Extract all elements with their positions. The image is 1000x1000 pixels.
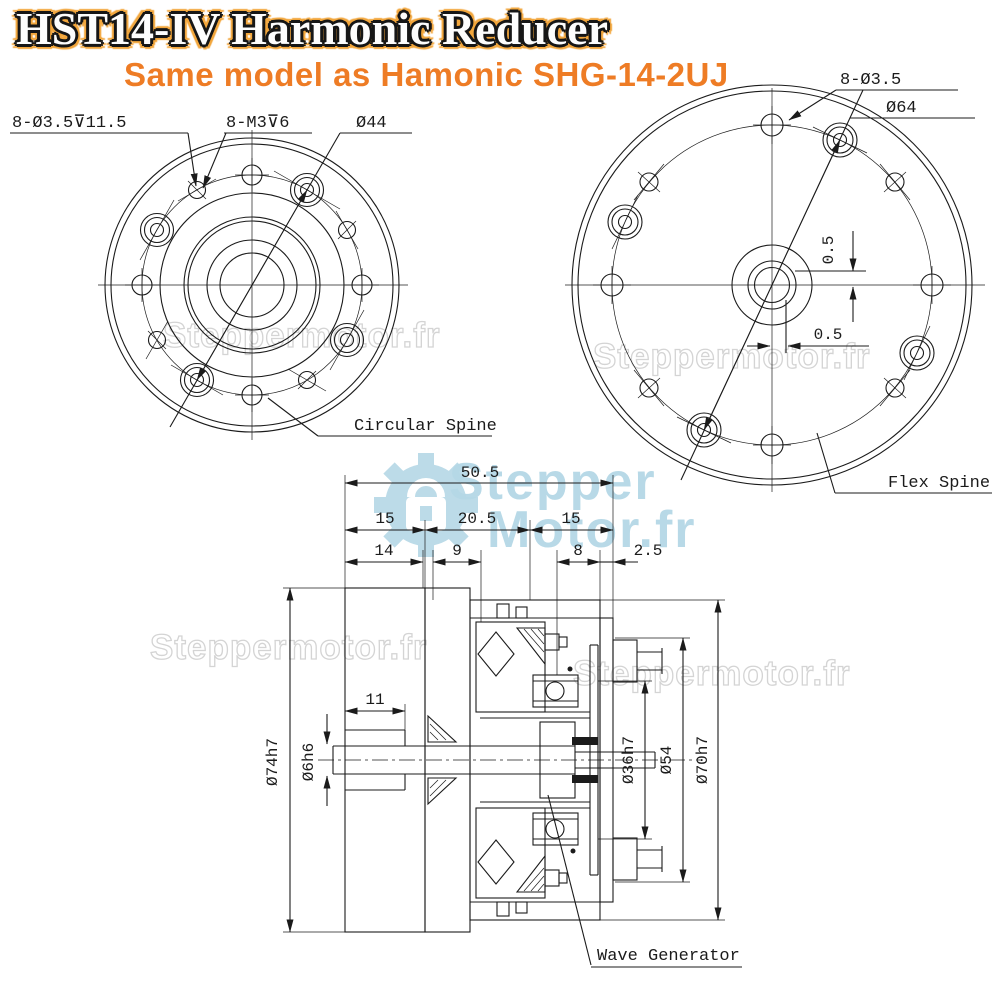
dia-54: Ø54: [658, 746, 676, 775]
label-counterbore-holes: 8-Ø3.5⊽11.5: [12, 114, 126, 133]
dim-14: 14: [374, 542, 393, 560]
left-view-circular-spline: 8-Ø3.5⊽11.5 8-M3⊽6 Ø44 Circular Spine: [10, 114, 497, 440]
offset-dim-horizontal: 0.5: [747, 300, 869, 353]
left-cross-holes: [145, 178, 359, 392]
right-view-flex-spline: Ø64 8-Ø3.5 0.5 0.5 Flex Spine: [565, 71, 992, 494]
dim-11: 11: [365, 691, 384, 709]
watermark-gray-4: Steppermotor.fr: [573, 654, 851, 693]
section-right-screws: [612, 639, 663, 881]
dim-offset-horizontal: 0.5: [814, 326, 843, 344]
section-input-shaft: [332, 721, 656, 799]
dim-8: 8: [573, 542, 583, 560]
section-bearings: [532, 666, 579, 854]
dia-74h7: Ø74h7: [264, 738, 282, 786]
label-holes-8-3-5: 8-Ø3.5: [840, 71, 901, 90]
right-screw-heads: [607, 122, 935, 448]
offset-dim-vertical: 0.5: [795, 231, 866, 322]
dim-15-left: 15: [375, 510, 394, 528]
caption-wave-generator: Wave Generator: [597, 947, 740, 966]
right-plain-holes: [593, 106, 951, 464]
watermarks: Steppermotor.fr Steppermotor.fr Stepperm…: [149, 315, 871, 693]
watermark-gray-1: Steppermotor.fr: [163, 316, 441, 355]
page-title: HST14-IV Harmonic Reducer: [16, 3, 609, 54]
page-subtitle: Same model as Hamonic SHG-14-2UJ: [124, 56, 729, 93]
watermark-gray-2: Steppermotor.fr: [593, 337, 871, 376]
caption-circular-spine: Circular Spine: [354, 417, 497, 436]
right-cross-holes: [633, 163, 911, 407]
left-plain-holes: [125, 158, 379, 412]
label-tapped-holes: 8-M3⊽6: [226, 114, 289, 133]
dia-70h7: Ø70h7: [694, 736, 712, 784]
section-housing-screws: [496, 603, 528, 917]
dim-20-5: 20.5: [458, 510, 496, 528]
section-roller-blocks: [475, 621, 568, 899]
dim-15-right: 15: [561, 510, 580, 528]
section-view: 50.5 15 20.5 15 14 9 8 2.5 11: [264, 464, 742, 968]
dim-offset-vertical: 0.5: [820, 236, 838, 265]
dim-9: 9: [452, 542, 462, 560]
label-bolt-circle-44: Ø44: [356, 114, 387, 133]
label-bolt-circle-64: Ø64: [886, 99, 917, 118]
watermark-gray-3: Steppermotor.fr: [150, 628, 428, 667]
caption-flex-spine: Flex Spine: [888, 474, 990, 493]
section-spacer-hatch: [427, 714, 458, 806]
dia-6h6: Ø6h6: [300, 743, 318, 781]
dim-50-5: 50.5: [461, 464, 499, 482]
dia-36h7: Ø36h7: [620, 736, 638, 784]
dim-2-5: 2.5: [634, 542, 663, 560]
